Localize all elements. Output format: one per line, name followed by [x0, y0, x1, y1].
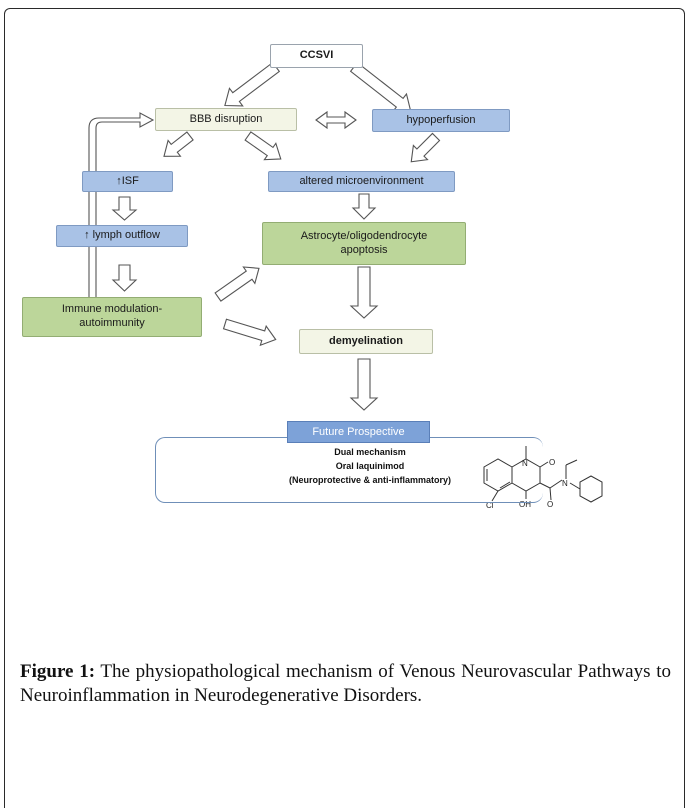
arrow-immune-to-demyelination	[222, 318, 277, 347]
laquinimod-molecule	[483, 446, 603, 503]
mol-label-n2: N	[562, 479, 568, 488]
node-altered-microenvironment: altered microenvironment	[268, 171, 455, 192]
mol-label-cl: Cl	[486, 501, 494, 510]
node-bbb-disruption: BBB disruption	[155, 108, 297, 131]
node-lymph-outflow: ↑ lymph outflow	[56, 225, 188, 247]
arrow-isf-to-lymph	[111, 196, 138, 221]
node-isf: ↑ISF	[82, 171, 173, 192]
mol-label-o2: O	[547, 500, 553, 509]
node-hypoperfusion: hypoperfusion	[372, 109, 510, 132]
figure-frame	[4, 8, 685, 808]
node-demyelination: demyelination	[299, 329, 433, 354]
mol-label-n1: N	[522, 459, 528, 468]
mol-label-oh: OH	[519, 500, 531, 509]
node-astrocyte-apoptosis: Astrocyte/oligodendrocyte apoptosis	[262, 222, 466, 265]
arrow-astro-to-demyelination	[349, 266, 379, 319]
arrow-altered-to-astro	[351, 193, 377, 220]
caption-label: Figure 1:	[20, 661, 96, 682]
arrow-immune-to-astro	[214, 266, 260, 302]
future-line-dual: Dual mechanism	[334, 447, 406, 457]
arrow-bbb-to-altered	[244, 131, 282, 161]
caption-text: The physiopathological mechanism of Veno…	[20, 661, 671, 706]
node-ccsvi: CCSVI	[270, 44, 363, 68]
arrow-ccsvi-to-bbb	[224, 61, 281, 107]
arrow-hypoperfusion-to-altered	[410, 132, 441, 163]
arrow-lymph-to-immune	[111, 264, 138, 292]
mol-label-o1: O	[549, 458, 555, 467]
future-line-neuroprotective: (Neuroprotective & anti-inflammatory)	[288, 475, 452, 485]
future-line-laquinimod: Oral laquinimod	[335, 461, 405, 471]
arrow-feedback-loop	[88, 112, 155, 303]
figure-caption: Figure 1: The physiopathological mechani…	[20, 660, 671, 708]
node-immune-modulation: Immune modulation-autoimmunity	[22, 297, 202, 337]
arrow-demyelination-to-future	[349, 358, 379, 411]
future-prospective-title: Future Prospective	[287, 421, 430, 443]
arrow-bbb-to-isf	[163, 131, 194, 157]
arrow-bbb-hypoperfusion	[315, 110, 357, 130]
